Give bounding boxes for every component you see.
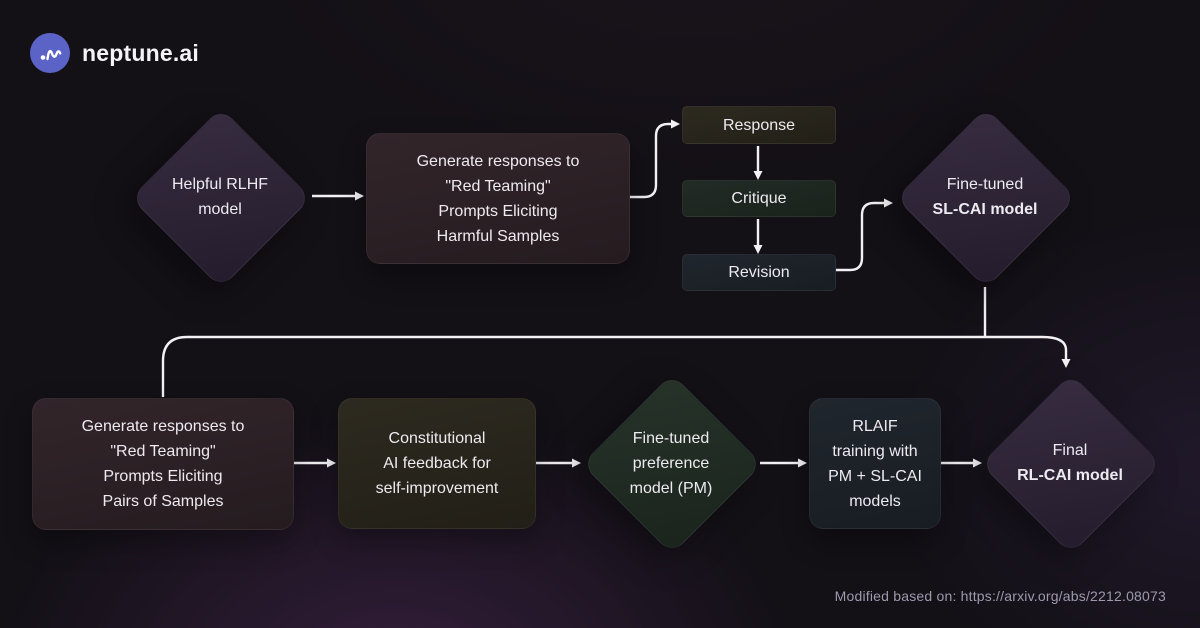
label-line: Pairs of Samples [102, 493, 224, 510]
label-line: "Red Teaming" [445, 177, 551, 195]
node-label: Fine-tuned preference model (PM) [630, 426, 713, 501]
node-constitutional-ai-feedback: Constitutional AI feedback for self-impr… [338, 398, 536, 529]
label-line: training with [832, 442, 918, 460]
node-revision: Revision [682, 254, 836, 291]
label-line: models [849, 492, 901, 510]
attribution-note: Modified based on: https://arxiv.org/abs… [834, 588, 1166, 604]
label-line: model (PM) [629, 479, 713, 497]
waveform-icon [30, 33, 70, 73]
label-line: AI feedback for [383, 455, 491, 472]
node-final-rl-cai-model: Final RL-CAI model [980, 373, 1162, 555]
node-critique: Critique [682, 180, 836, 217]
label-line-bold: SL-CAI model [932, 201, 1038, 218]
label-line: Fine-tuned [946, 176, 1024, 193]
node-fine-tuned-sl-cai-model: Fine-tuned SL-CAI model [895, 107, 1077, 289]
label-line: Harmful Samples [436, 227, 560, 245]
label-line: Generate responses to [416, 152, 580, 170]
label-line: RLAIF [852, 417, 898, 435]
node-response: Response [682, 106, 836, 144]
node-label: Critique [731, 190, 787, 207]
node-label: Helpful RLHF model [172, 172, 268, 222]
node-generate-pairs-of-samples: Generate responses to "Red Teaming" Prom… [32, 398, 294, 530]
label-line: Generate responses to [81, 418, 245, 435]
node-label: Final RL-CAI model [1017, 438, 1123, 488]
label-line: Final [1052, 442, 1088, 459]
label-line: Helpful RLHF [171, 176, 269, 193]
label-line: PM + SL-CAI [828, 467, 922, 485]
node-label: Revision [728, 264, 790, 281]
label-line: "Red Teaming" [110, 443, 216, 460]
node-generate-harmful-samples: Generate responses to "Red Teaming" Prom… [366, 133, 630, 264]
label-line: Prompts Eliciting [103, 468, 223, 485]
brand-name: neptune.ai [82, 39, 200, 66]
node-rlaif-training: RLAIF training with PM + SL-CAI models [809, 398, 941, 529]
node-label: Response [722, 116, 796, 134]
node-label: Fine-tuned SL-CAI model [933, 172, 1038, 222]
label-line: preference [632, 454, 710, 472]
node-helpful-rlhf-model: Helpful RLHF model [130, 107, 312, 289]
label-line: model [198, 201, 242, 218]
node-fine-tuned-preference-model: Fine-tuned preference model (PM) [581, 373, 763, 555]
label-line: Constitutional [388, 430, 486, 447]
label-line: self-improvement [375, 480, 499, 497]
brand-header: neptune.ai [30, 33, 199, 73]
label-line: Fine-tuned [632, 429, 710, 447]
label-line: Prompts Eliciting [438, 202, 558, 220]
label-line-bold: RL-CAI model [1017, 467, 1123, 484]
